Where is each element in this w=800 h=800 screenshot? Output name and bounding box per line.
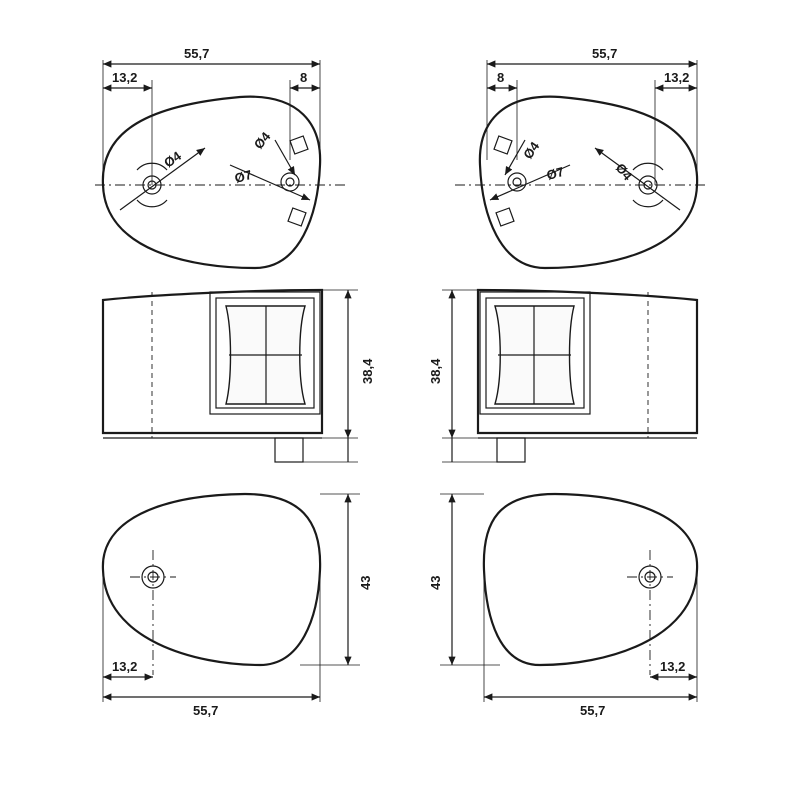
dim-depth-r: 43 <box>428 576 443 590</box>
right-top-view: 55,7 8 13,2 Ø4 Ø7 Ø4 <box>455 46 705 270</box>
dim-bore-diameter-r: Ø7 <box>545 164 566 183</box>
right-bottom-view: 13,2 55,7 43 <box>428 492 699 718</box>
dim-hole-offset: 13,2 <box>112 70 137 85</box>
dim-bore-diameter: Ø7 <box>233 167 254 186</box>
dim-overall-width-r: 55,7 <box>592 46 617 61</box>
dim-overall-width: 55,7 <box>184 46 209 61</box>
dim-height: 38,4 <box>360 358 375 384</box>
dim-hole-offset-b: 13,2 <box>112 659 137 674</box>
right-side-view: 38,4 <box>428 288 699 463</box>
dim-hole-diameter-2: Ø4 <box>251 128 274 152</box>
left-bottom-view: 13,2 55,7 43 <box>101 492 373 718</box>
dim-edge-offset-r: 8 <box>497 70 504 85</box>
dim-depth: 43 <box>358 576 373 590</box>
dim-overall-width-b: 55,7 <box>193 703 218 718</box>
dim-hole-offset-rb: 13,2 <box>660 659 685 674</box>
dim-hole-offset-r: 13,2 <box>664 70 689 85</box>
left-side-view: 38,4 <box>101 288 375 463</box>
left-top-view: 55,7 13,2 8 Ø4 Ø7 Ø4 <box>95 46 345 270</box>
dim-overall-width-rb: 55,7 <box>580 703 605 718</box>
dim-edge-offset: 8 <box>300 70 307 85</box>
dim-height-r: 38,4 <box>428 358 443 384</box>
